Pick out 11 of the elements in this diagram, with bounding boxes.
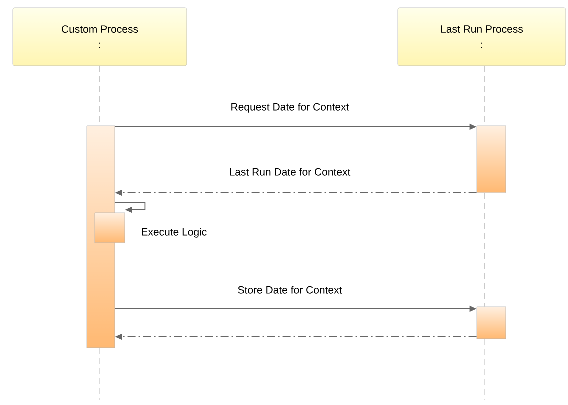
lifeline [484,192,486,308]
activation-bar [476,126,506,194]
edge-label: Last Run Date for Context [230,168,351,176]
lifeline-head: Custom Process : [12,8,188,66]
edge-label: Request Date for Context [232,103,350,113]
self-call-arrow [114,202,146,214]
lifeline-head: Last Run Process : [398,8,566,66]
edge-label: Store Date for Context [238,286,342,294]
activation-bar [476,306,506,340]
activation-bar [94,212,126,244]
edge-label: Execute Logic [142,228,207,238]
